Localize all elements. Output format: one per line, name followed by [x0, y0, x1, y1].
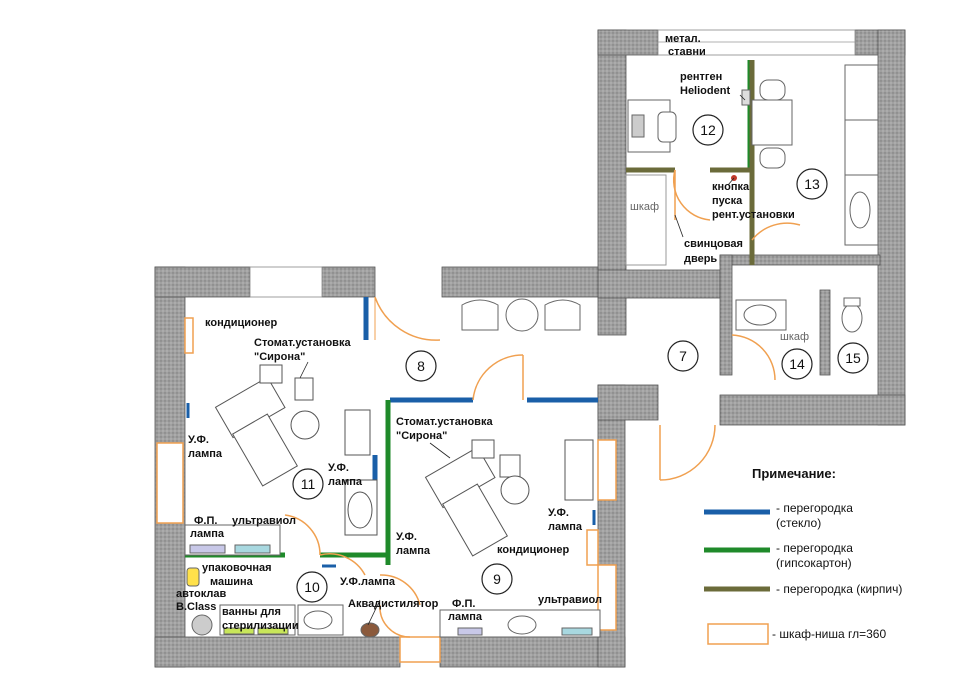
label-cabinet-14: шкаф: [780, 331, 809, 343]
sterilization-equipment: [184, 524, 380, 638]
label-distiller: Аквадистилятор: [348, 598, 439, 610]
legend-drywall-2: (гипсокартон): [776, 556, 852, 570]
label-button-2: пуска: [712, 195, 743, 207]
uv-lamps: [186, 403, 596, 568]
room-11: 11: [301, 476, 316, 492]
bathroom-fixtures: [735, 297, 863, 333]
label-uv-lamp-10: У.Ф.лампа: [340, 576, 396, 588]
label-fp-9-2: лампа: [448, 611, 483, 623]
room-14: 14: [789, 356, 805, 372]
legend-title: Примечание:: [752, 466, 836, 481]
label-dental-right-1: Стомат.установка: [396, 416, 493, 428]
leader-lines: [299, 94, 746, 626]
label-button-3: рент.установки: [712, 209, 795, 221]
label-uv-mid-1: У.Ф.: [328, 462, 349, 474]
label-ac-left: кондиционер: [205, 317, 277, 329]
desk-12: [627, 89, 751, 153]
legend-swatch-niche: [707, 623, 769, 645]
waiting-chairs: [461, 298, 581, 332]
annotation-labels: метал. ставни рентген Heliodent кнопка п…: [176, 33, 809, 632]
doors: [284, 169, 801, 638]
room-numbers: [292, 114, 869, 603]
niches: [184, 317, 617, 631]
label-fp-left-2: лампа: [190, 528, 225, 540]
room-13: 13: [804, 176, 820, 192]
room-10: 10: [304, 579, 320, 595]
label-lead-door-1: свинцовая: [684, 238, 743, 250]
room-12: 12: [700, 122, 716, 138]
label-dental-left-2: "Сирона": [254, 351, 305, 363]
label-fp-9-1: Ф.П.: [452, 598, 475, 610]
label-ultraviolet-9: ультравиол: [538, 594, 602, 606]
legend-niche-1: - шкаф-ниша гл=360: [772, 627, 886, 641]
label-packing-2: машина: [210, 576, 254, 588]
label-button-1: кнопка: [712, 181, 750, 193]
legend-drywall-1: - перегородка: [776, 541, 853, 555]
dental-unit-right: [424, 439, 594, 557]
windows: [156, 29, 856, 663]
legend-glass-2: (стекло): [776, 516, 821, 530]
label-shutters-1: метал.: [665, 33, 701, 45]
room-8: 8: [417, 358, 425, 374]
label-packing-1: упаковочная: [202, 562, 272, 574]
label-uv-mid-2: лампа: [328, 476, 363, 488]
label-autoclave-2: B.Class: [176, 601, 216, 613]
room-9: 9: [493, 571, 501, 587]
label-dental-left-1: Стомат.установка: [254, 337, 351, 349]
brick-partitions: [626, 60, 755, 265]
label-uv-r9-1: У.Ф.: [548, 507, 569, 519]
label-uv-left-1: У.Ф.: [188, 434, 209, 446]
label-shutters-2: ставни: [668, 46, 706, 58]
dental-unit-left: [214, 364, 378, 536]
legend-brick-1: - перегородка (кирпич): [776, 582, 902, 596]
label-uv-part-1: У.Ф.: [396, 531, 417, 543]
label-uv-r9-2: лампа: [548, 521, 583, 533]
label-cabinet: шкаф: [630, 201, 659, 213]
cabinet-12: [625, 174, 667, 266]
label-ac-9: кондиционер: [497, 544, 569, 556]
label-uv-left-2: лампа: [188, 448, 223, 460]
table-13: [751, 64, 879, 246]
label-baths-2: стерилизации: [222, 620, 299, 632]
label-xray-2: Heliodent: [680, 85, 730, 97]
label-ultraviolet-left: ультравиол: [232, 515, 296, 527]
label-dental-right-2: "Сирона": [396, 430, 447, 442]
label-baths-1: ванны для: [222, 606, 281, 618]
legend: Примечание: - перегородка (стекло) - пер…: [704, 466, 902, 645]
legend-glass-1: - перегородка: [776, 501, 853, 515]
label-autoclave-1: автоклав: [176, 588, 226, 600]
room-7: 7: [679, 348, 687, 364]
room-15: 15: [845, 350, 861, 366]
label-uv-part-2: лампа: [396, 545, 431, 557]
counters-9: [439, 609, 601, 638]
label-lead-door-2: дверь: [684, 253, 717, 265]
label-xray-1: рентген: [680, 71, 722, 83]
label-fp-left-1: Ф.П.: [194, 515, 217, 527]
